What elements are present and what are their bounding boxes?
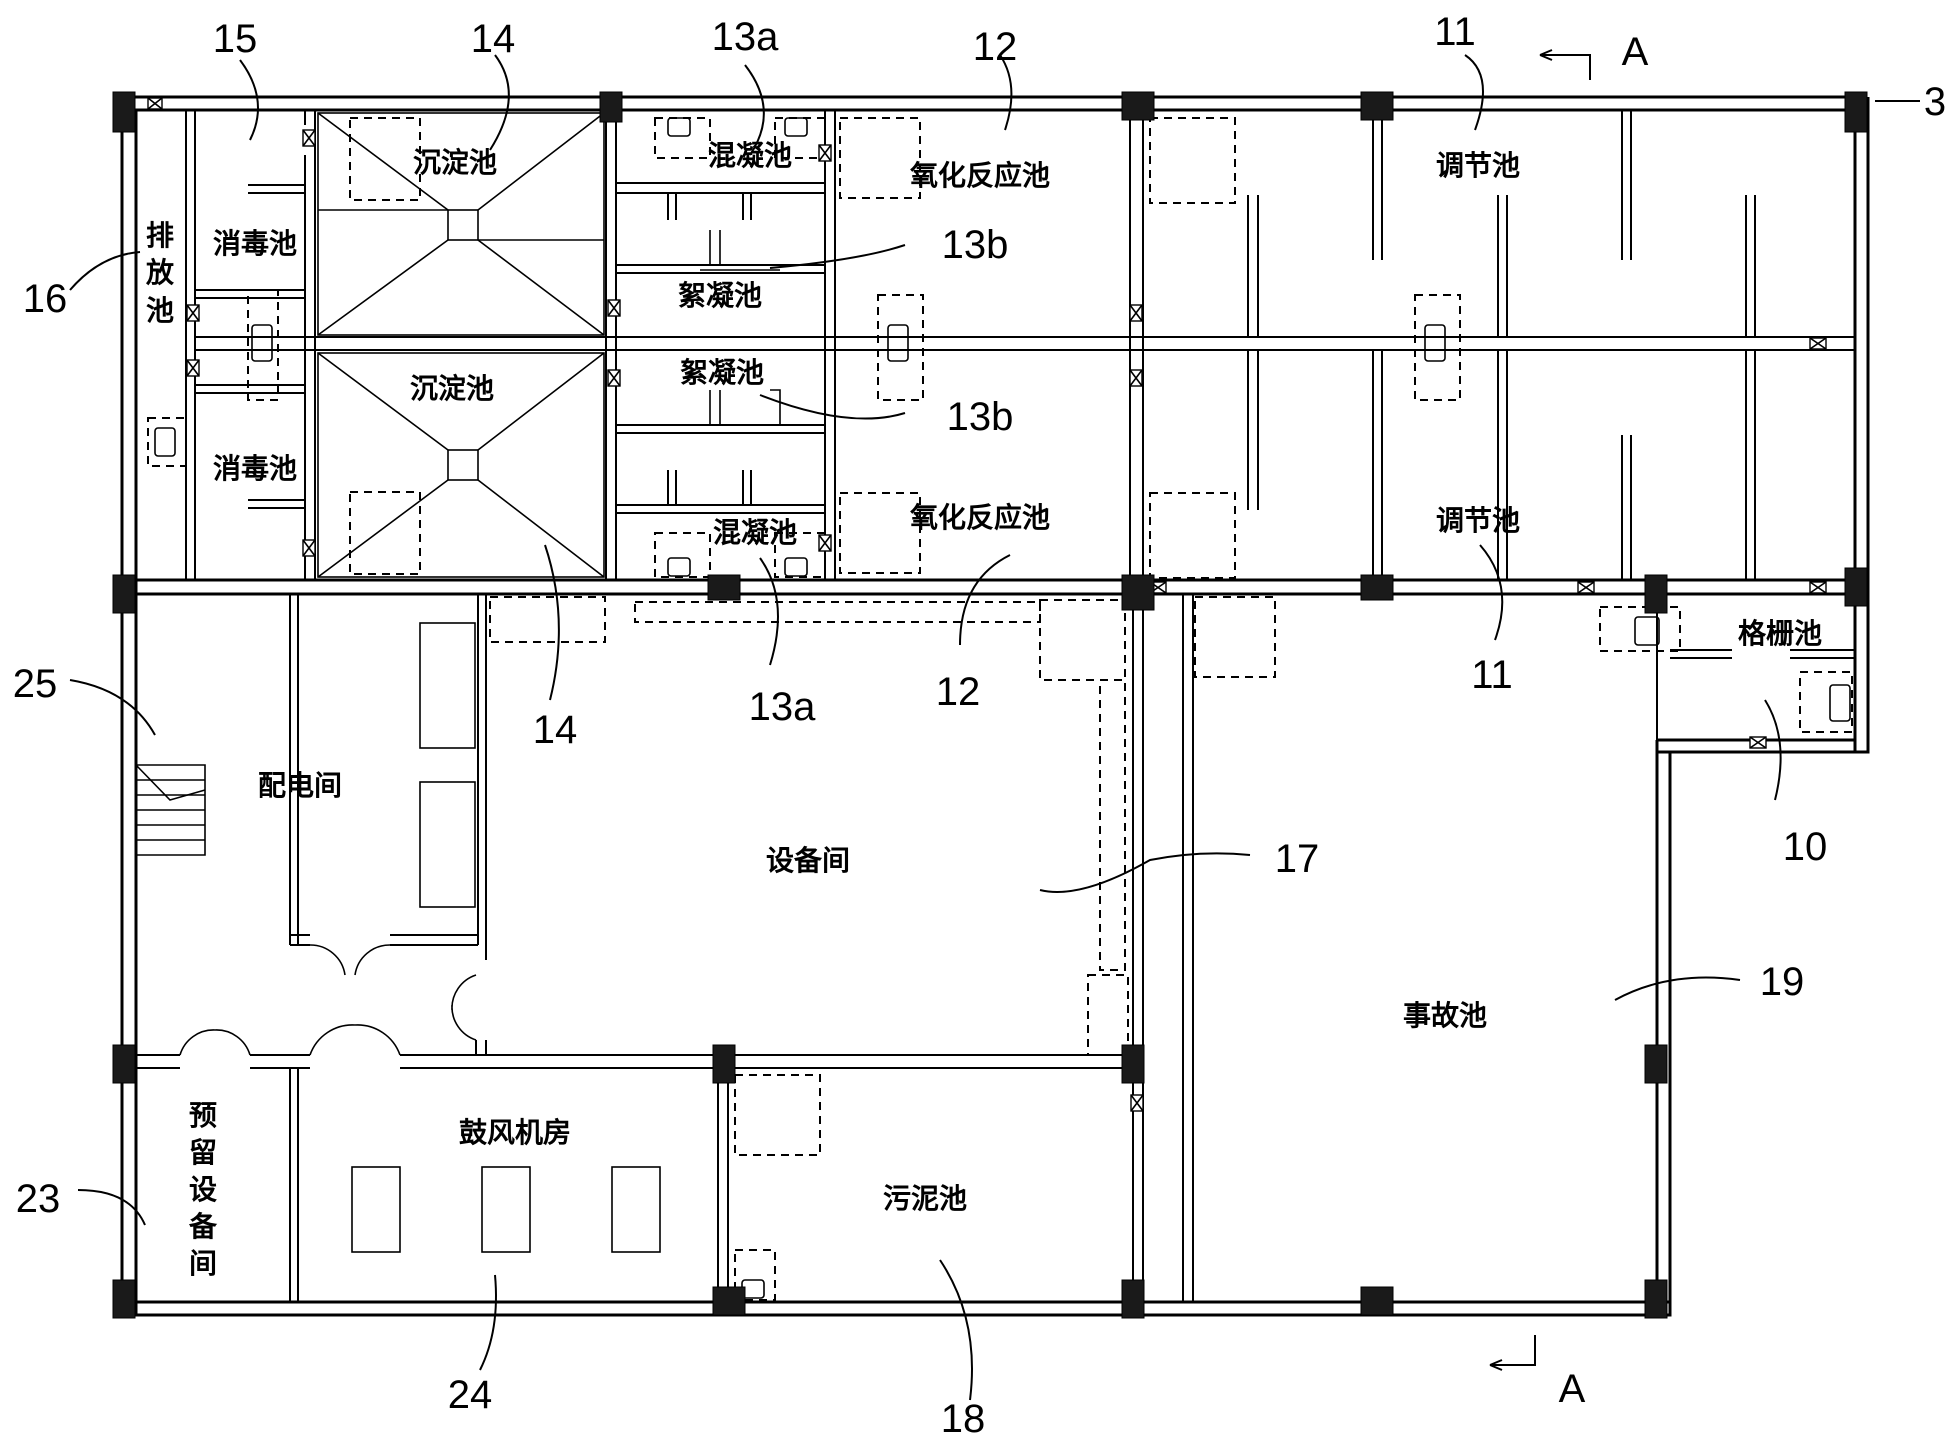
room-discharge-char-1: 排 xyxy=(146,219,174,252)
upper-partitions xyxy=(185,110,1756,580)
room-sediment-1: 沉淀池 xyxy=(413,146,497,179)
leader-lines xyxy=(69,54,1920,1401)
room-discharge-char-2: 放 xyxy=(145,256,175,289)
ref-25: 25 xyxy=(13,662,58,706)
room-power: 配电间 xyxy=(258,769,342,802)
doors xyxy=(179,944,477,1056)
room-regul-2: 调节池 xyxy=(1436,504,1520,537)
section-markers xyxy=(1489,49,1591,1371)
ref-16: 16 xyxy=(23,277,68,321)
ref-23: 23 xyxy=(16,1177,61,1221)
ref-18: 18 xyxy=(941,1397,986,1441)
ref-13b-bottom: 13b xyxy=(947,395,1014,439)
ref-17: 17 xyxy=(1275,837,1320,881)
room-blower: 鼓风机房 xyxy=(459,1116,571,1149)
ref-13a-top: 13a xyxy=(712,15,779,59)
room-sediment-2: 沉淀池 xyxy=(410,372,494,405)
room-reserved-char-1: 预 xyxy=(189,1099,217,1132)
room-grating: 格栅池 xyxy=(1738,617,1822,650)
room-floc-1: 絮凝池 xyxy=(678,279,762,312)
room-equipment: 设备间 xyxy=(766,844,850,877)
ref-12-bottom: 12 xyxy=(936,670,981,714)
room-coag-1: 混凝池 xyxy=(708,139,792,172)
equipment-dashed-boxes xyxy=(147,117,1853,1301)
room-discharge-char-3: 池 xyxy=(146,294,174,327)
ref-15: 15 xyxy=(213,17,258,61)
room-floc-2: 絮凝池 xyxy=(680,356,764,389)
room-disinfect-2: 消毒池 xyxy=(213,452,297,485)
ref-3: 3 xyxy=(1924,80,1946,124)
room-sludge: 污泥池 xyxy=(883,1182,967,1215)
ref-13a-bottom: 13a xyxy=(749,685,816,729)
room-reserved-char-2: 留 xyxy=(189,1136,217,1169)
valves xyxy=(147,97,1827,1112)
room-oxid-1: 氧化反应池 xyxy=(910,159,1050,192)
power-cabinets xyxy=(419,622,476,908)
room-reserved-char-5: 间 xyxy=(189,1247,217,1280)
ref-14-bottom: 14 xyxy=(533,708,578,752)
ref-11-top: 11 xyxy=(1434,10,1476,54)
ref-11-bottom: 11 xyxy=(1471,653,1513,697)
outer-walls xyxy=(120,95,1870,1317)
room-accident: 事故池 xyxy=(1403,999,1487,1032)
room-reserved-char-3: 设 xyxy=(189,1173,217,1206)
stairs xyxy=(135,764,206,856)
section-a-top: A xyxy=(1622,30,1649,74)
pump-icons xyxy=(154,117,1851,1299)
blowers xyxy=(351,1166,661,1253)
ref-10: 10 xyxy=(1783,825,1828,869)
room-coag-2: 混凝池 xyxy=(713,516,797,549)
ref-13b-top: 13b xyxy=(942,223,1009,267)
middle-wall xyxy=(122,336,1868,596)
room-reserved-char-4: 备 xyxy=(188,1210,218,1243)
sediment-hopper-top xyxy=(317,112,605,336)
room-regul-1: 调节池 xyxy=(1436,149,1520,182)
lower-partitions xyxy=(136,594,1855,1315)
reference-numbers: 3 11 12 13a 14 15 16 13b 13b 12 11 13a 1… xyxy=(13,10,1946,1441)
ref-12-top: 12 xyxy=(973,25,1018,69)
columns xyxy=(112,91,1868,1319)
ref-24: 24 xyxy=(448,1373,493,1417)
room-disinfect-1: 消毒池 xyxy=(213,227,297,260)
ref-19: 19 xyxy=(1760,960,1805,1004)
room-oxid-2: 氧化反应池 xyxy=(910,501,1050,534)
sediment-hopper-bottom xyxy=(317,352,605,578)
room-labels: 排 放 池 消毒池 消毒池 沉淀池 沉淀池 混凝池 混凝池 絮凝池 絮凝池 氧化… xyxy=(145,139,1822,1280)
section-a-bottom: A xyxy=(1559,1367,1586,1411)
ref-14-top: 14 xyxy=(471,17,516,61)
